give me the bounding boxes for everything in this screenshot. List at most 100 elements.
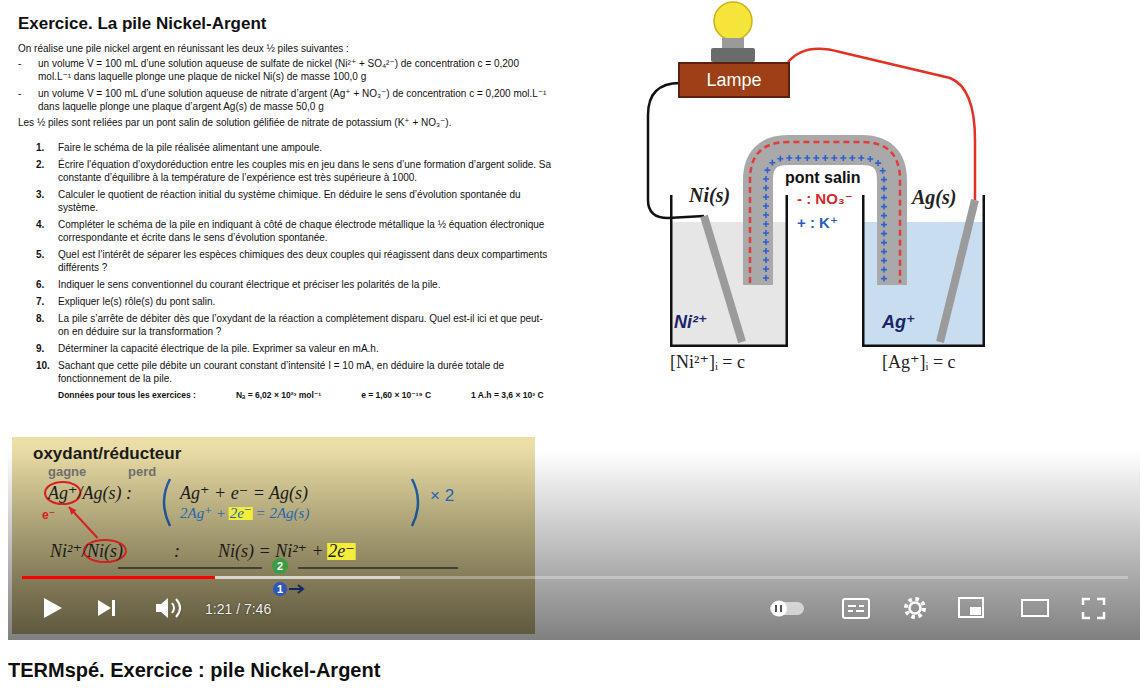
- paragraph: Les ½ piles sont reliées par un pont sal…: [18, 116, 552, 129]
- data-value: e = 1,60 × 10⁻¹⁹ C: [361, 390, 431, 401]
- lamp-box: Lampe: [678, 62, 790, 98]
- panel-note: gagne: [48, 464, 86, 479]
- cation-sign: [881, 222, 887, 228]
- question-text: La pile s’arrête de débiter dès que l’ox…: [58, 312, 552, 338]
- question-number: 3.: [36, 188, 58, 214]
- question-text: Déterminer la capacité électrique de la …: [58, 342, 552, 355]
- beaker: Ag⁺: [862, 195, 985, 347]
- progress-track: [22, 576, 1128, 579]
- text-row: -un volume V = 100 mL d’une solution aqu…: [18, 87, 552, 113]
- cation-sign: [813, 155, 819, 161]
- beaker-outline: [862, 195, 985, 347]
- lamp-socket: [722, 38, 744, 49]
- cation-sign: [763, 212, 769, 218]
- ion-legend: - : NO₃⁻: [797, 190, 853, 208]
- autoplay-knob: [771, 601, 787, 617]
- cation-sign: [763, 266, 769, 272]
- subtitles-icon: [843, 599, 869, 618]
- text-row: 8.La pile s’arrête de débiter dès que l’…: [18, 312, 552, 338]
- cation-sign: [763, 194, 769, 200]
- cation-sign: [867, 156, 873, 162]
- salt-bridge-label: pont salin: [785, 168, 861, 187]
- cation-sign: [881, 177, 887, 183]
- paragraph: On réalise une pile nickel argent en réu…: [18, 42, 552, 55]
- cation-sign: [763, 176, 769, 182]
- autoplay-pause: [776, 605, 781, 612]
- cation-sign: [831, 155, 837, 161]
- text-row: 2.Écrire l’équation d’oxydoréduction ent…: [18, 158, 552, 184]
- cation-sign: [786, 155, 792, 161]
- silver-electrode: [940, 200, 975, 342]
- text-row: 6.Indiquer le sens conventionnel du cour…: [18, 278, 552, 291]
- marker-number: 2: [277, 560, 283, 572]
- redox-couple: Ni²⁺/Ni(s): [50, 540, 123, 562]
- question-number: 2.: [36, 158, 58, 184]
- text-row: 3.Calculer le quotient de réaction initi…: [18, 188, 552, 214]
- separator-colon: :: [174, 540, 180, 562]
- cation-sign: [840, 155, 846, 161]
- text-row: On réalise une pile nickel argent en réu…: [18, 42, 552, 55]
- data-value: Données pour tous les exercices :: [58, 390, 196, 401]
- player-shade: [8, 450, 1140, 640]
- text-row: Données pour tous les exercices : Nₐ = 6,…: [18, 390, 552, 401]
- cation-sign: [881, 186, 887, 192]
- ion-label: Ag⁺: [882, 311, 916, 333]
- text-row: 10.Sachant que cette pile débite un cour…: [18, 359, 552, 385]
- half-equation: Ni(s) = Ni²⁺ + 2e⁻: [218, 540, 355, 562]
- ion-label: Ni²⁺: [674, 311, 708, 333]
- lamp-label: Lampe: [706, 69, 761, 91]
- salt-bridge-tube: [758, 150, 892, 285]
- electron-label: e⁻: [42, 508, 55, 522]
- cation-sign: [777, 156, 783, 162]
- question-number: 6.: [36, 278, 58, 291]
- text-row: 9.Déterminer la capacité électrique de l…: [18, 342, 552, 355]
- cation-sign: [881, 258, 887, 264]
- beaker-wall: [671, 195, 787, 346]
- beaker-wall: [863, 195, 984, 346]
- question-number: 10.: [36, 359, 58, 385]
- panel-heading: oxydant/réducteur: [33, 444, 181, 464]
- question-text: Expliquer le(s) rôle(s) du pont salin.: [58, 295, 552, 308]
- bullet: -: [18, 87, 38, 113]
- settings-ring: [910, 603, 921, 614]
- cation-sign: [881, 267, 887, 273]
- question-number: 4.: [36, 218, 58, 244]
- salt-bridge-inner-track: [766, 158, 884, 283]
- cation-sign: [881, 249, 887, 255]
- text-row: 7.Expliquer le(s) rôle(s) du pont salin.: [18, 295, 552, 308]
- cation-sign: [880, 168, 886, 174]
- question-number: 9.: [36, 342, 58, 355]
- multiplier: × 2: [430, 486, 454, 506]
- cation-sign: [881, 195, 887, 201]
- miniplayer-icon: [959, 598, 983, 617]
- electrode-label: Ni(s): [689, 184, 730, 207]
- cation-sign: [881, 240, 887, 246]
- text-row: 4.Compléter le schéma de la pile en indi…: [18, 218, 552, 244]
- question-text: Quel est l’intérêt de séparer les espèce…: [58, 248, 552, 274]
- cation-sign: [881, 276, 887, 282]
- volume-waves: [172, 599, 180, 617]
- text-row: 1.Faire le schéma de la pile réalisée al…: [18, 141, 552, 154]
- cation-sign: [763, 248, 769, 254]
- cation-sign: [763, 275, 769, 281]
- cation-sign: [881, 231, 887, 237]
- cation-sign: [875, 160, 881, 166]
- chapter-marker: 2: [272, 558, 288, 574]
- data-value: 1 A.h = 3,6 × 10³ C: [471, 390, 543, 401]
- exercise-title: Exercice. La pile Nickel-Argent: [18, 14, 267, 34]
- question-text: Compléter le schéma de la pile en indiqu…: [58, 218, 552, 244]
- question-number: 5.: [36, 248, 58, 274]
- theater-icon: [1022, 600, 1048, 616]
- next-icon: [98, 600, 115, 616]
- exercise-text: On réalise une pile nickel argent en réu…: [18, 42, 552, 401]
- data-value: Nₐ = 6,02 × 10²³ mol⁻¹: [236, 390, 321, 401]
- cation-sign: [881, 204, 887, 210]
- progress-buffer: [215, 576, 400, 579]
- cation-sign: [858, 155, 864, 161]
- electron-arrow: [69, 507, 98, 538]
- lamp-bulb: [714, 2, 752, 40]
- marker-number: 1: [277, 583, 283, 595]
- ion-legend: + : K⁺: [797, 214, 838, 232]
- question-number: 1.: [36, 141, 58, 154]
